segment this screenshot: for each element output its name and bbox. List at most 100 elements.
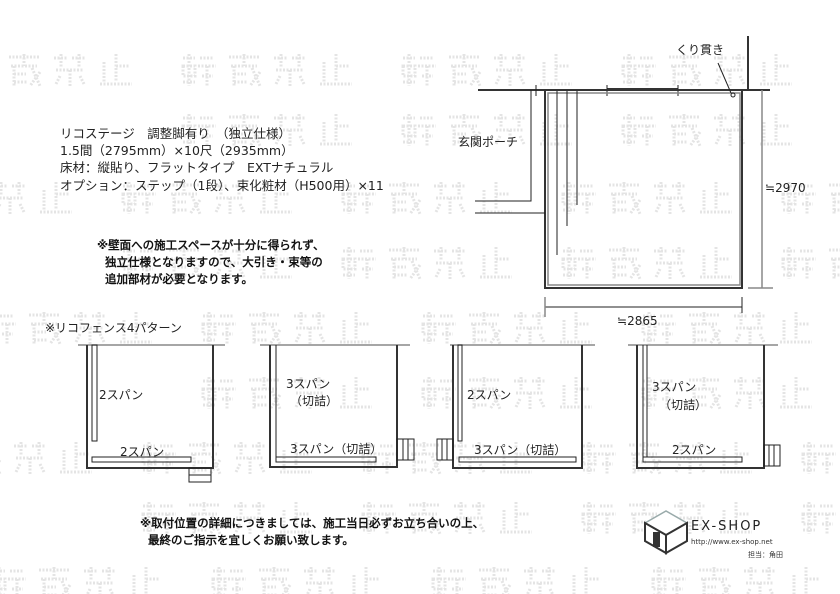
watermark-glyph xyxy=(700,247,732,279)
brand-name: EX-SHOP xyxy=(691,519,762,534)
watermark-glyph xyxy=(234,442,266,474)
watermark-mark xyxy=(341,182,512,215)
watermark-glyph xyxy=(409,502,442,535)
watermark-mark xyxy=(141,442,312,475)
fence-pattern-2: 3スパン （切詰） 3スパン（切詰） xyxy=(260,344,415,468)
watermark-glyph xyxy=(572,567,600,594)
watermark-glyph xyxy=(352,567,380,594)
watermark-glyph xyxy=(434,182,466,214)
watermark-glyph xyxy=(141,502,176,534)
watermark-glyph xyxy=(40,182,72,214)
pattern-2-side-note: （切詰） xyxy=(290,393,338,408)
watermark-mark xyxy=(9,54,132,87)
watermark-glyph xyxy=(121,182,156,214)
watermark-mark xyxy=(211,567,380,594)
watermark-glyph xyxy=(401,114,436,146)
pattern-3-bottom-label: 3スパン（切詰） xyxy=(474,442,566,457)
pattern-1-bottom-label: 2スパン xyxy=(120,445,164,459)
watermark-glyph xyxy=(401,54,436,86)
watermark-mark xyxy=(401,114,572,147)
watermark-glyph xyxy=(280,502,312,534)
watermark-mark xyxy=(801,442,836,474)
watermark-glyph xyxy=(320,114,352,146)
watermark-glyph xyxy=(781,182,816,214)
watermark-glyph xyxy=(494,114,526,146)
watermark-glyph xyxy=(294,312,326,344)
watermark-mark xyxy=(561,182,732,215)
note-top-line-3: 追加部材が必要となります。 xyxy=(105,272,253,286)
watermark-glyph xyxy=(449,54,482,87)
watermark-glyph xyxy=(744,567,776,594)
note-bottom-line-2: 最終のご指示を宜しくお願い致します。 xyxy=(148,533,354,547)
watermark-glyph xyxy=(214,247,246,279)
watermark-glyph xyxy=(39,567,72,594)
cutout-label: くり貫き xyxy=(676,43,724,57)
watermark-glyph xyxy=(181,54,216,86)
watermark-mark xyxy=(121,247,292,280)
watermark-glyph xyxy=(621,54,656,86)
pattern-4-side-note: （切詰） xyxy=(659,397,707,412)
porch-label: 玄関ポーチ xyxy=(458,134,518,149)
watermark-glyph xyxy=(189,442,222,475)
watermark-mark xyxy=(581,442,752,475)
watermark-glyph xyxy=(361,442,396,474)
watermark-glyph xyxy=(274,114,306,146)
watermark-glyph xyxy=(780,312,812,344)
watermark-glyph xyxy=(304,567,336,594)
watermark-mark xyxy=(781,247,840,279)
watermark-glyph xyxy=(361,502,396,534)
watermark-glyph xyxy=(621,114,656,146)
watermark-glyph xyxy=(469,312,502,345)
watermark-glyph xyxy=(734,377,766,409)
watermark-glyph xyxy=(434,247,466,279)
pattern-3-side-label: 2スパン xyxy=(467,388,511,402)
watermark-glyph xyxy=(469,377,502,410)
watermark-glyph xyxy=(431,567,466,594)
watermark-glyph xyxy=(260,247,292,279)
watermark-glyph xyxy=(669,54,702,87)
watermark-mark xyxy=(781,182,840,214)
spec-line-4: オプション：ステップ（1段）、束化粧材（H500用）×11 xyxy=(60,178,384,193)
spec-line-1: リコステージ 調整脚有り （独立仕様） xyxy=(60,126,291,141)
watermark-glyph xyxy=(120,312,152,344)
watermark-glyph xyxy=(500,502,532,534)
note-top-line-1: ※壁面への施工スペースが十分に得られず、 xyxy=(97,238,325,252)
watermark-glyph xyxy=(714,114,746,146)
watermark-glyph xyxy=(700,182,732,214)
watermark-glyph xyxy=(274,54,306,86)
watermark-glyph xyxy=(560,377,592,409)
watermark-mark xyxy=(581,502,752,535)
brand-url[interactable]: http://www.ex-shop.net xyxy=(691,538,773,546)
watermark-glyph xyxy=(561,182,596,214)
watermark-glyph xyxy=(524,567,556,594)
watermark-mark xyxy=(621,114,792,147)
width-dimension: ≒2865 xyxy=(617,314,658,328)
watermark-mark xyxy=(181,54,352,87)
pattern-1-side-label: 2スパン xyxy=(99,388,143,402)
watermark-glyph xyxy=(234,502,266,534)
watermark-glyph xyxy=(201,377,236,409)
watermark-mark xyxy=(201,377,372,410)
watermark-glyph xyxy=(714,54,746,86)
watermark-glyph xyxy=(651,567,686,594)
watermark-glyph xyxy=(389,247,422,280)
watermark-mark xyxy=(141,502,312,535)
spec-line-2: 1.5間（2795mm）×10尺（2935mm） xyxy=(60,143,294,158)
watermark-glyph xyxy=(100,54,132,86)
fence-pattern-4: 3スパン （切詰） 2スパン xyxy=(628,344,781,469)
ex-shop-logo: EX-SHOP http://www.ex-shop.net 担当：角田 xyxy=(643,510,783,559)
watermark-glyph xyxy=(480,182,512,214)
watermark-glyph xyxy=(211,567,246,594)
watermark-glyph xyxy=(454,502,486,534)
watermark-glyph xyxy=(629,502,662,535)
watermark-glyph xyxy=(829,248,840,279)
watermark-mark xyxy=(651,567,820,594)
watermark-glyph xyxy=(294,377,326,409)
watermark-glyph xyxy=(669,114,702,147)
watermark-mark xyxy=(361,502,532,535)
watermark-glyph xyxy=(654,247,686,279)
watermark-glyph xyxy=(641,312,676,344)
watermark-mark xyxy=(181,114,352,147)
watermark-glyph xyxy=(689,377,722,410)
depth-dimension: ≒2970 xyxy=(765,181,806,195)
